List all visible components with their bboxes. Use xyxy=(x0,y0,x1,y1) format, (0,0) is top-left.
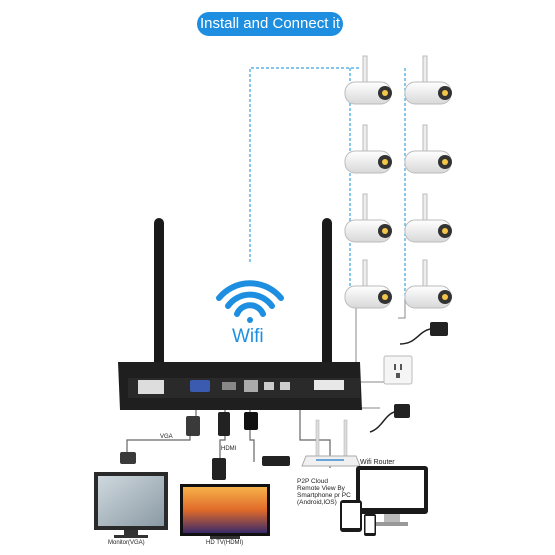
tv-label: HD TV(HDMI) xyxy=(206,540,244,546)
camera xyxy=(344,259,392,309)
monitor-label: Monitor(VGA) xyxy=(108,540,145,546)
camera-power-adapter-icon xyxy=(399,322,448,345)
usb-port-icon xyxy=(264,382,274,390)
cloud-line: P2P Cloud xyxy=(297,478,328,485)
camera xyxy=(404,124,452,174)
hd-tv-icon xyxy=(180,484,270,539)
hdmi-cable-label: HDMI xyxy=(221,446,237,452)
vga-cable xyxy=(126,410,197,452)
camera xyxy=(404,55,452,105)
cloud-caption: P2P Cloud Remote View By Smartphone pr P… xyxy=(297,478,351,506)
wall-outlet-icon xyxy=(383,355,413,385)
smartphone-icon xyxy=(364,514,376,536)
cloud-line: Remote View By xyxy=(297,485,345,492)
router-lan-cable xyxy=(299,410,331,468)
nvr-sticker xyxy=(138,380,164,394)
router-power-adapter-icon xyxy=(369,404,410,433)
vga-monitor-icon xyxy=(94,472,168,538)
wifi-label: Wifi xyxy=(232,326,264,347)
vga-cable-label: VGA xyxy=(160,434,173,440)
wireless-link-nvr-cameras xyxy=(249,67,360,262)
lan-connector-icon xyxy=(244,412,290,466)
hdmi-connector-icon xyxy=(212,412,230,480)
pc-monitor-icon xyxy=(356,466,428,526)
usb-port-icon xyxy=(280,382,290,390)
wifi-icon xyxy=(216,280,284,323)
nvr-device xyxy=(118,362,362,410)
vga-port-icon xyxy=(190,380,210,392)
tablet-icon xyxy=(340,500,362,532)
nvr-label-sticker xyxy=(314,380,344,390)
lan-port-icon xyxy=(244,380,258,392)
vga-connector-icon xyxy=(120,416,200,464)
camera xyxy=(344,55,392,105)
cloud-line: (Android,IOS) xyxy=(297,499,337,506)
title-banner: Install and Connect it xyxy=(197,12,343,36)
camera-grid xyxy=(344,55,452,309)
camera xyxy=(404,193,452,243)
router-label: Wifi Router xyxy=(360,459,395,466)
camera xyxy=(344,124,392,174)
wifi-router-icon xyxy=(301,419,361,467)
camera xyxy=(344,193,392,243)
nvr-antenna-left xyxy=(152,218,166,375)
cloud-line: Smartphone pr PC xyxy=(297,492,351,499)
hdmi-port-icon xyxy=(222,382,236,390)
camera xyxy=(404,259,452,309)
nvr-antenna-right xyxy=(320,218,334,375)
